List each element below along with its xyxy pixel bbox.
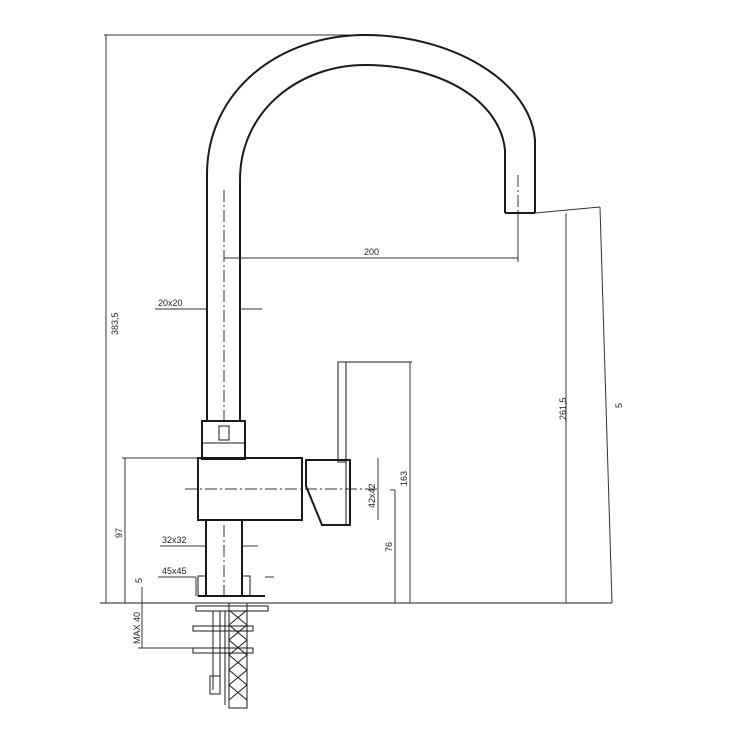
label-lever-axis: 76 [384, 542, 394, 552]
swivel-collar [201, 420, 246, 460]
label-lever-top: 163 [399, 471, 409, 486]
label-base-plate-thickness: 5 [134, 578, 144, 583]
label-total-height: 383,5 [110, 312, 120, 335]
base-plate: 45x45 5 [134, 566, 274, 603]
spout-gooseneck [206, 33, 536, 420]
label-base-column: 32x32 [162, 535, 187, 545]
label-body-height: 97 [114, 528, 124, 538]
base-column: 32x32 [160, 519, 258, 600]
dimension-total-height: 383,5 [104, 34, 360, 603]
dimension-spout-tube: 20x20 [155, 298, 262, 310]
dimension-body-height: 97 [114, 457, 198, 603]
label-base-plate: 45x45 [162, 566, 187, 576]
label-spout-outlet-height: 261,5 [558, 397, 568, 420]
label-spout-reach: 200 [364, 247, 379, 257]
label-spout-tube: 20x20 [158, 298, 183, 308]
dimension-spout-outlet-height: 261,5 5 [534, 206, 624, 604]
label-max-counter: MAX 40 [132, 612, 142, 644]
under-counter-fixings [192, 602, 269, 709]
label-angle-tail: 5 [614, 403, 624, 408]
dimension-max-counter: MAX 40 [132, 603, 193, 649]
lever-handle [305, 361, 412, 526]
dimension-lever: 42x42 163 76 [367, 362, 411, 603]
label-lever-body: 42x42 [367, 483, 377, 508]
mixer-body [185, 457, 380, 521]
dimension-spout-reach: 200 [224, 213, 519, 262]
